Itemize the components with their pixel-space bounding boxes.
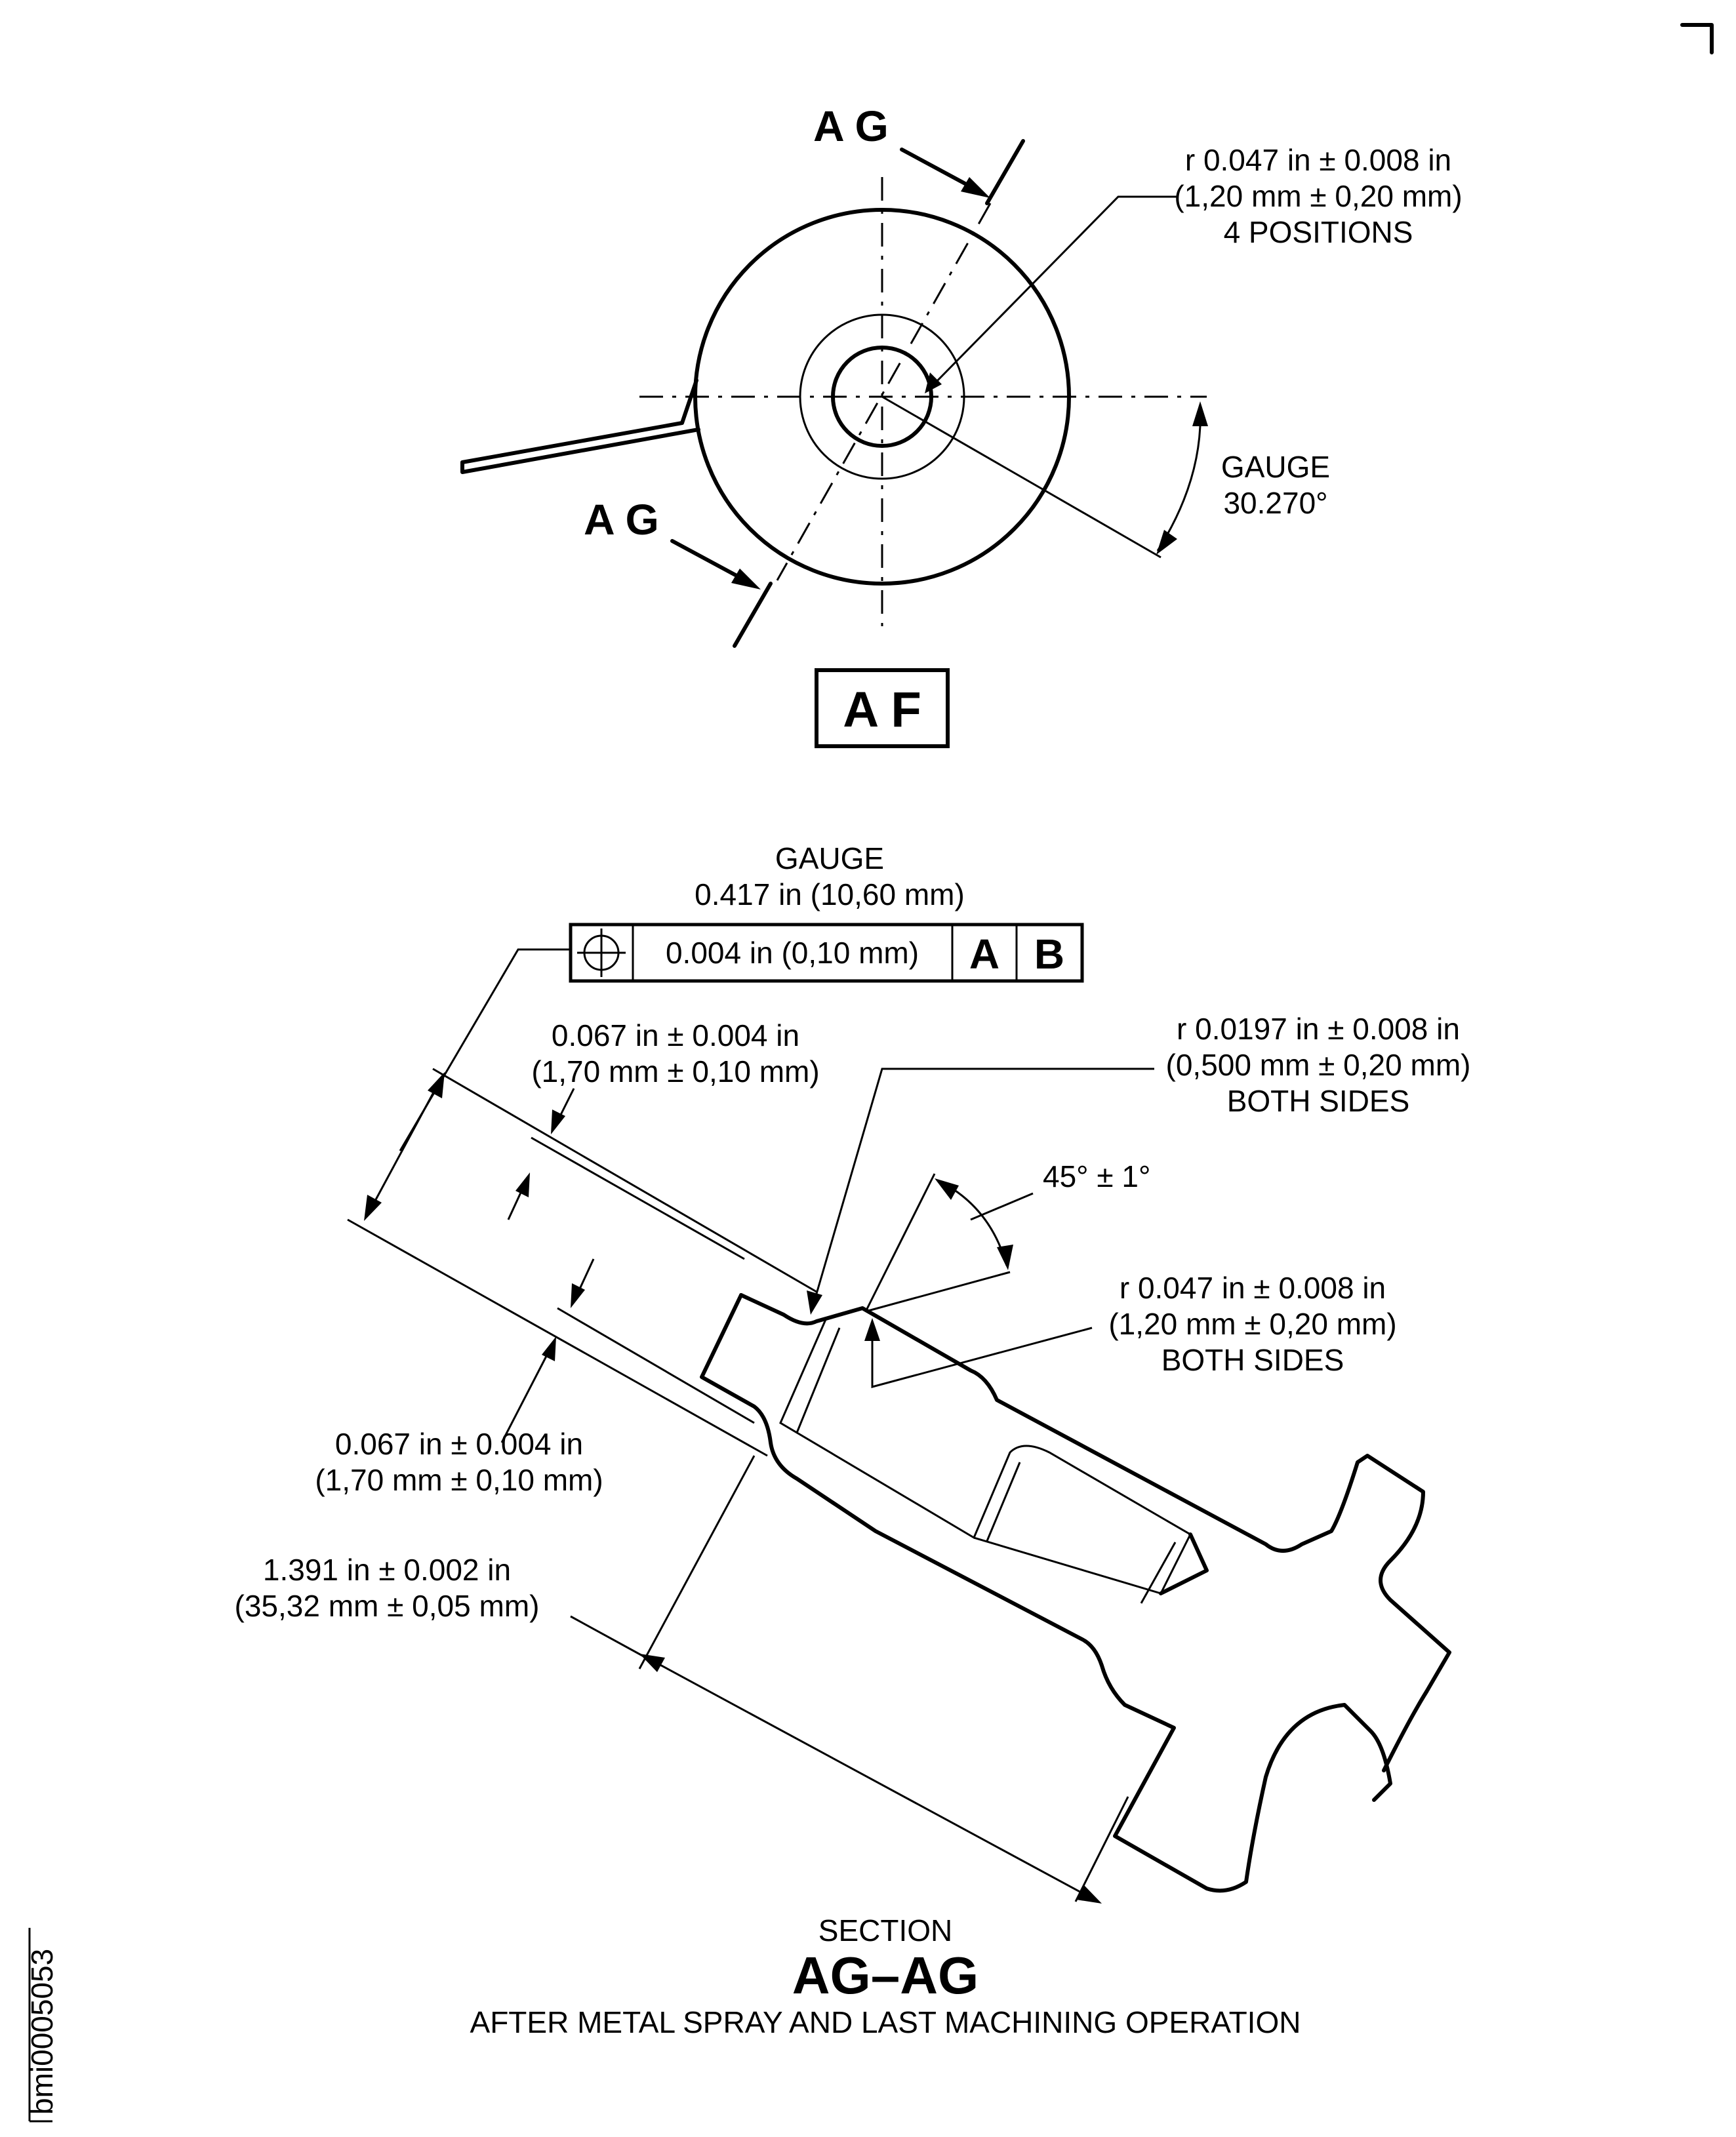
dim-length-line2: (35,32 mm ± 0,05 mm) (235, 1589, 540, 1623)
radius-lower-leader-head (864, 1318, 880, 1341)
view-arrow-lower-head (731, 569, 761, 589)
figure-id: bmi0005053 (25, 1949, 59, 2115)
view-arrow-upper (900, 148, 979, 192)
length-dim-leader (570, 1615, 647, 1659)
radius-lower-line3: BOTH SIDES (1161, 1343, 1344, 1377)
view-label: A F (843, 682, 921, 738)
gauge-note-line1: GAUGE (775, 841, 884, 875)
lower-067-arrow-b (542, 1336, 556, 1361)
radius-upper-leader (812, 1068, 1154, 1306)
angle-arrow-2 (997, 1245, 1013, 1270)
radius-leader-head (925, 372, 942, 393)
part-outline-lower (700, 1293, 1392, 1893)
corner-mark (1680, 23, 1714, 54)
dim-upper-line1: 0.067 in ± 0.004 in (552, 1018, 799, 1052)
radius-lower-leader (871, 1327, 1093, 1388)
lower-067-dim-b (500, 1340, 555, 1443)
angle-ref-line (865, 1271, 1011, 1313)
radius-lower-line2: (1,20 mm ± 0,20 mm) (1108, 1307, 1396, 1341)
radius-upper-line1: r 0.0197 in ± 0.008 in (1177, 1012, 1460, 1046)
fcf-datum-a: A (969, 930, 999, 978)
length-dim-arrow-2 (1076, 1885, 1102, 1904)
fcf-tolerance: 0.004 in (0,10 mm) (666, 936, 919, 970)
radius-lower-line1: r 0.047 in ± 0.008 in (1120, 1271, 1386, 1305)
section-label-lower: A G (584, 495, 659, 544)
gauge-angle-arrow-top (1192, 401, 1208, 426)
part-outline-upper (739, 1293, 1451, 1694)
section-label-upper: A G (813, 102, 889, 150)
feature-control-frame: 0.004 in (0,10 mm) A B (569, 923, 1084, 983)
ext-line-bottom (638, 1455, 756, 1669)
dim-lower-line1: 0.067 in ± 0.004 in (335, 1427, 583, 1461)
upper-067-arrow-b (515, 1172, 530, 1197)
dim-upper-line2: (1,70 mm ± 0,10 mm) (531, 1054, 819, 1088)
fcf-box (569, 923, 1084, 983)
cut-mark-lower (733, 582, 773, 648)
radius-leader (930, 195, 1177, 388)
gauge-dim-arrow-2 (428, 1072, 445, 1098)
gauge-angle-arrow-bottom (1156, 530, 1177, 555)
ext-line-top (432, 1068, 817, 1293)
part-tail (1382, 1690, 1428, 1772)
section-title-big: AG–AG (792, 1946, 979, 2005)
position-symbol-icon (577, 929, 626, 977)
view-label-box (815, 668, 950, 748)
view-arrow-upper-head (961, 177, 990, 198)
radius-upper-line3: BOTH SIDES (1227, 1084, 1410, 1118)
length-dim-arrow-1 (639, 1654, 665, 1672)
lower-067-arrow-a (571, 1283, 585, 1308)
ext-line-end (1074, 1796, 1129, 1902)
cut-mark-upper (985, 139, 1025, 205)
coating-edge-2 (986, 1462, 1021, 1542)
section-subtitle: AFTER METAL SPRAY AND LAST MACHINING OPE… (470, 2005, 1301, 2039)
shaft-end (1159, 1532, 1209, 1595)
angle-note: 45° ± 1° (1043, 1159, 1150, 1193)
radius-note-line3: 4 POSITIONS (1224, 215, 1413, 249)
gauge-angle-arc (1156, 406, 1201, 551)
angle-ref-line-2 (864, 1173, 936, 1312)
angle-note-line1: GAUGE (1221, 450, 1330, 484)
upper-067-arrow-a (551, 1109, 565, 1134)
top-view-af: A G A G r 0.047 in ± 0.008 in (1,20 mm ±… (460, 102, 1463, 748)
dim-lower-line2: (1,70 mm ± 0,10 mm) (315, 1463, 603, 1497)
dim-length-line1: 1.391 in ± 0.002 in (263, 1553, 511, 1587)
view-arrow-lower (670, 539, 750, 584)
gauge-dim-arrow-1 (364, 1195, 382, 1221)
radius-note-line1: r 0.047 in ± 0.008 in (1185, 143, 1451, 177)
radius-upper-leader-head (807, 1290, 822, 1315)
fcf-datum-b: B (1034, 930, 1064, 978)
angle-note-leader (970, 1192, 1034, 1221)
gauge-angle-line (881, 395, 1161, 559)
radius-upper-line2: (0,500 mm ± 0,20 mm) (1166, 1048, 1471, 1082)
section-title-small: SECTION (818, 1913, 952, 1947)
ext-line-body2 (557, 1307, 755, 1424)
length-dim-line (649, 1658, 1093, 1900)
coating-edge-1 (796, 1327, 841, 1433)
shaft-end-chamfer (1140, 1542, 1177, 1604)
angle-arrow-1 (935, 1178, 959, 1200)
radius-note-line2: (1,20 mm ± 0,20 mm) (1174, 179, 1462, 213)
gauge-note-line2: 0.417 in (10,60 mm) (695, 877, 965, 911)
ext-line-mid (531, 1136, 745, 1260)
section-line-ag (776, 203, 992, 581)
ext-line-body (347, 1218, 768, 1457)
angle-note-line2: 30.270° (1223, 486, 1327, 520)
coating-band (779, 1317, 1192, 1595)
section-view-ag: 0.004 in (0,10 mm) A B GAUGE 0.417 in (1… (235, 841, 1471, 2039)
pointer-blade (460, 378, 700, 474)
fcf-leader (399, 948, 571, 1151)
